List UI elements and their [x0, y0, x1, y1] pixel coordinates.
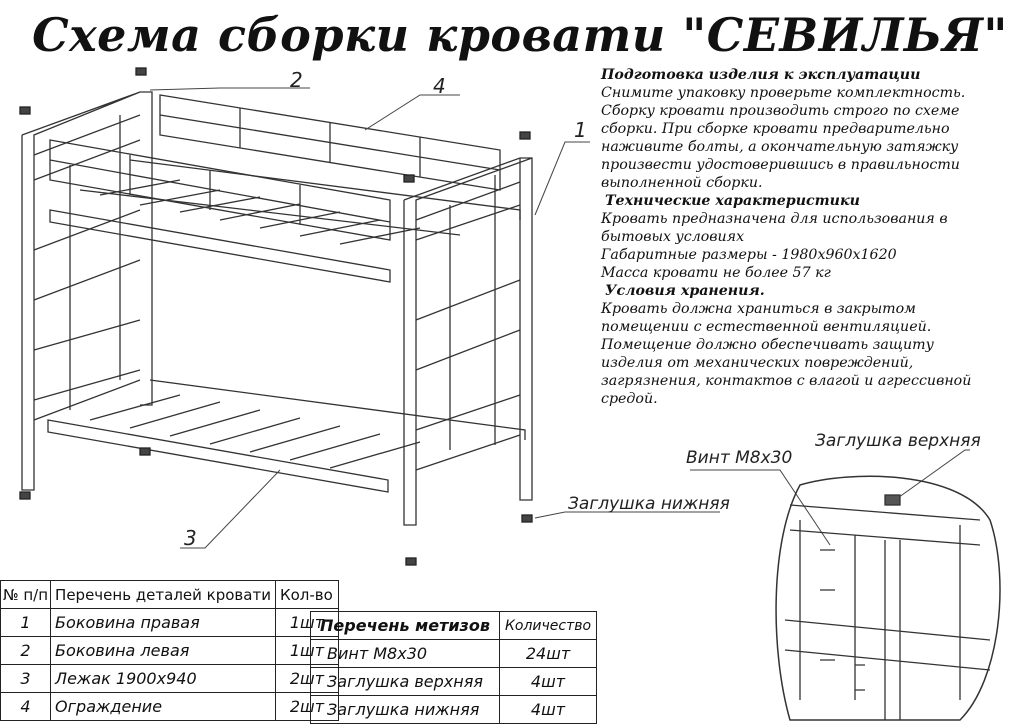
prep-line: Снимите упаковку проверьте комплектность… [601, 85, 966, 101]
cell: 2 [0, 636, 52, 665]
right-side-frame [403, 157, 533, 526]
caps [19, 67, 533, 566]
cell: Лежак 1900х940 [50, 664, 276, 693]
callout-cap-bottom: Заглушка нижняя [568, 494, 730, 514]
cell: 4шт [499, 695, 597, 724]
callout-1: 1 [574, 118, 587, 142]
cell: Заглушка нижняя [310, 695, 500, 724]
header-cell: Перечень метизов [310, 611, 500, 640]
storage-line: средой. [601, 391, 658, 407]
cell: Заглушка верхняя [310, 667, 500, 696]
storage-line: изделия от механических повреждений, [601, 355, 914, 371]
detail-view [775, 475, 1001, 721]
page-title: Схема сборки кровати "СЕВИЛЬЯ" [32, 8, 1008, 62]
callout-4: 4 [433, 74, 446, 98]
lower-bed-base [47, 379, 526, 493]
prep-line: наживите болты, а окончательную затяжку [601, 139, 959, 155]
header-cell: № п/п [0, 580, 52, 609]
instructions-text: Подготовка изделия к эксплуатации Снимит… [601, 66, 1021, 408]
cell: Боковина левая [50, 636, 276, 665]
tech-heading: Технические характеристики [605, 193, 860, 209]
callout-screw: Винт М8х30 [686, 448, 793, 468]
cell: 1 [0, 608, 52, 637]
tech-line: Кровать предназначена для использования … [601, 211, 948, 227]
prep-line: Сборку кровати производить строго по схе… [601, 103, 960, 119]
header-cell: Кол-во [274, 580, 339, 609]
storage-line: помещении с естественной вентиляцией. [601, 319, 932, 335]
cell: Ограждение [50, 692, 276, 721]
header-cell: Количество [499, 611, 597, 640]
prep-line: сборки. При сборке кровати предварительн… [601, 121, 950, 137]
cell: Винт М8х30 [310, 639, 500, 668]
cell: Боковина правая [50, 608, 276, 637]
cell: 4шт [499, 667, 597, 696]
tech-line: Габаритные размеры - 1980х960х1620 [601, 247, 897, 263]
cell: 4 [0, 692, 52, 721]
cell: 3 [0, 664, 52, 693]
storage-heading: Условия хранения. [605, 283, 765, 299]
left-side-frame [21, 91, 153, 491]
prep-heading: Подготовка изделия к эксплуатации [601, 67, 921, 83]
table-header-row: № п/п Перечень деталей кровати Кол-во [0, 580, 339, 609]
prep-line: выполненной сборки. [601, 175, 763, 191]
storage-line: загрязнения, контактов с влагой и агресс… [601, 373, 972, 389]
tech-line: бытовых условиях [601, 229, 745, 245]
prep-line: произвести удостоверившись в правильност… [601, 157, 960, 173]
guard-rail-front [49, 139, 391, 241]
callout-cap-top: Заглушка верхняя [815, 431, 981, 451]
callout-3: 3 [184, 526, 197, 550]
storage-line: Кровать должна храниться в закрытом [601, 301, 916, 317]
cell: 24шт [499, 639, 597, 668]
tech-line: Масса кровати не более 57 кг [601, 265, 831, 281]
header-cell: Перечень деталей кровати [50, 580, 276, 609]
callout-2: 2 [290, 68, 303, 92]
table-header-row: Перечень метизов Количество [310, 611, 597, 640]
storage-line: Помещение должно обеспечивать защиту [601, 337, 934, 353]
callout-leaders [149, 87, 970, 549]
guard-rail-back [159, 94, 501, 191]
